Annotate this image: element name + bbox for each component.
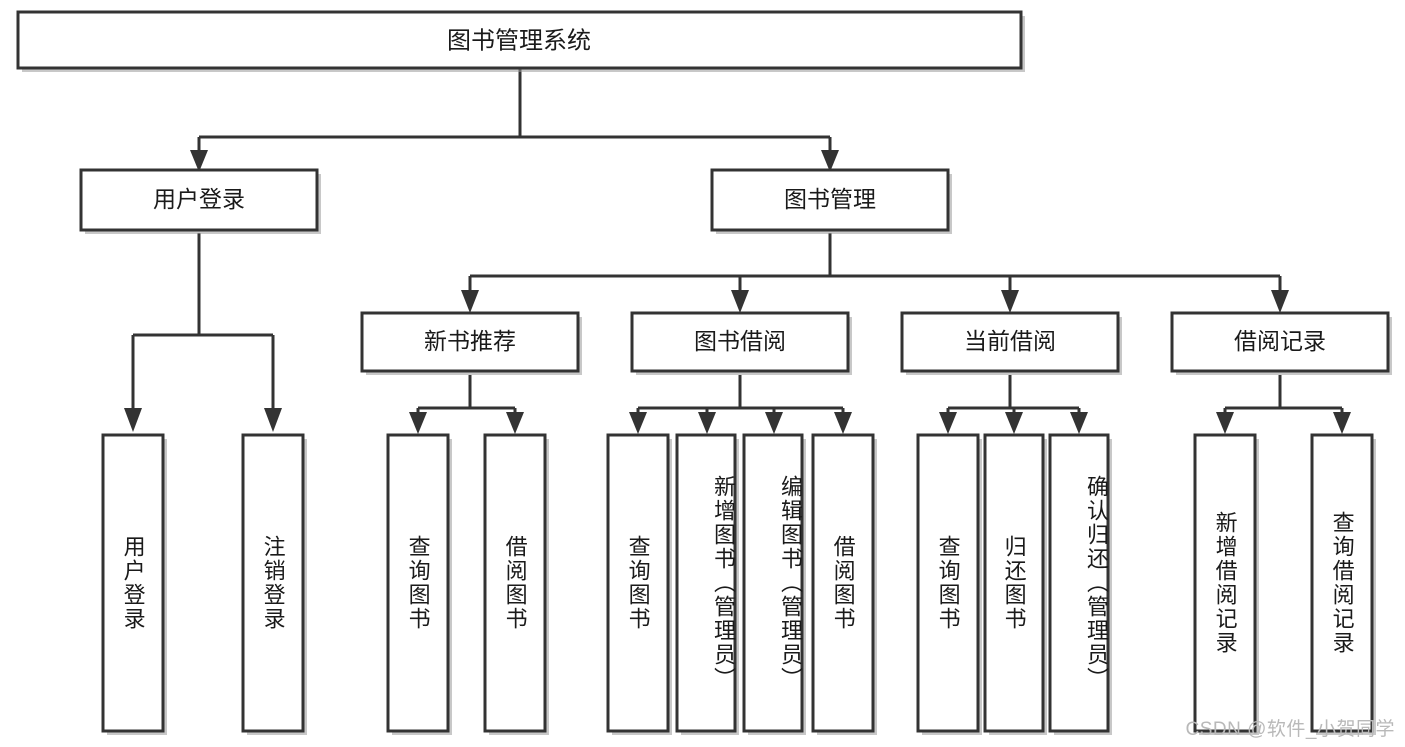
leaf-book-borrow-query[interactable] — [606, 433, 672, 735]
arrow-leaf-book-borrow-2 — [698, 412, 716, 434]
leaf-new-book-query[interactable] — [386, 433, 452, 735]
node-borrow-record[interactable]: 借阅记录 — [1170, 311, 1392, 375]
leaf-new-book-borrow[interactable] — [483, 433, 549, 735]
arrow-leaf-user-login-1 — [124, 408, 142, 432]
arrow-to-borrow-record — [1271, 290, 1289, 313]
leaf-current-borrow-confirm[interactable] — [1048, 433, 1112, 735]
node-user-login[interactable]: 用户登录 — [79, 168, 321, 234]
node-book-borrow[interactable]: 图书借阅 — [630, 311, 852, 375]
arrow-to-book-borrow — [731, 290, 749, 313]
arrow-leaf-book-borrow-4 — [834, 412, 852, 434]
arrow-to-new-book — [461, 290, 479, 313]
arrow-to-current-borrow — [1001, 290, 1019, 313]
node-new-book-recommend-label: 新书推荐 — [424, 328, 516, 354]
arrow-leaf-current-borrow-1 — [939, 412, 957, 434]
arrow-leaf-book-borrow-1 — [629, 412, 647, 434]
arrow-to-user-login — [190, 150, 208, 172]
leaf-user-login-logout[interactable] — [241, 433, 307, 735]
node-root-label: 图书管理系统 — [447, 27, 591, 54]
arrow-to-book-manage — [821, 150, 839, 172]
arrow-leaf-current-borrow-3 — [1070, 412, 1088, 434]
arrow-leaf-user-login-2 — [264, 408, 282, 432]
node-borrow-record-label: 借阅记录 — [1234, 328, 1326, 354]
csdn-watermark: CSDN @软件_小贺同学 — [1185, 719, 1395, 740]
leaf-book-borrow-borrow[interactable] — [811, 433, 877, 735]
arrow-leaf-new-book-1 — [409, 412, 427, 434]
leaf-book-borrow-edit[interactable] — [742, 433, 806, 735]
node-current-borrow-label: 当前借阅 — [964, 328, 1056, 354]
leaf-current-borrow-return[interactable] — [983, 433, 1047, 735]
leaf-borrow-record-query[interactable] — [1310, 433, 1376, 735]
arrow-leaf-borrow-record-1 — [1216, 412, 1234, 434]
node-book-management-label: 图书管理 — [784, 186, 876, 212]
arrow-leaf-new-book-2 — [506, 412, 524, 434]
node-new-book-recommend[interactable]: 新书推荐 — [360, 311, 582, 375]
connector-group — [124, 68, 1351, 434]
arrow-leaf-borrow-record-2 — [1333, 412, 1351, 434]
arrow-leaf-current-borrow-2 — [1005, 412, 1023, 434]
node-root[interactable]: 图书管理系统 — [16, 10, 1025, 72]
leaf-book-borrow-add[interactable] — [675, 433, 739, 735]
node-user-login-label: 用户登录 — [153, 186, 245, 212]
leaf-current-borrow-query[interactable] — [916, 433, 982, 735]
leaf-borrow-record-add[interactable] — [1193, 433, 1259, 735]
node-book-management[interactable]: 图书管理 — [710, 168, 952, 234]
node-current-borrow[interactable]: 当前借阅 — [900, 311, 1122, 375]
leaf-user-login-login[interactable] — [101, 433, 167, 735]
node-book-borrow-label: 图书借阅 — [694, 328, 786, 354]
arrow-leaf-book-borrow-3 — [765, 412, 783, 434]
